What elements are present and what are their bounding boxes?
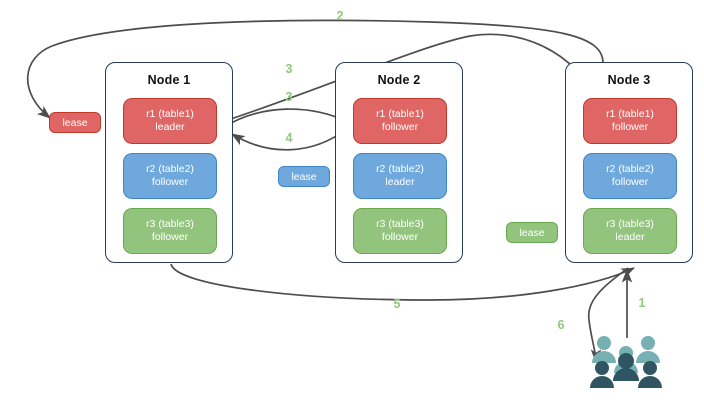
node-1-title: Node 1	[147, 73, 191, 87]
node-3-title: Node 3	[607, 73, 651, 87]
node-1-replica-r3[interactable]: r3 (table3) follower	[123, 208, 217, 254]
replica-line2: follower	[151, 231, 189, 243]
replica-line2: leader	[615, 231, 645, 243]
step-label-2: 2	[336, 9, 344, 23]
replica-line2: follower	[381, 121, 419, 133]
replica-line2: follower	[611, 176, 649, 188]
replica-line2: follower	[151, 176, 189, 188]
arrow-step-3-to-node2	[223, 108, 349, 128]
replica-line1: r1 (table1)	[376, 108, 424, 120]
lease-chip-table3[interactable]: lease	[506, 222, 558, 243]
arrow-step-5	[170, 263, 635, 301]
step-label-3a: 3	[285, 62, 293, 76]
replica-line1: r2 (table2)	[606, 163, 654, 175]
replica-line1: r2 (table2)	[146, 163, 194, 175]
replica-line2: follower	[611, 121, 649, 133]
replica-line1: r3 (table3)	[606, 218, 654, 230]
replica-line1: r1 (table1)	[146, 108, 194, 120]
step-label-1: 1	[638, 296, 646, 310]
node-2-box[interactable]: Node 2 r1 (table1) follower r2 (table2) …	[335, 62, 463, 263]
step-label-3b: 3	[285, 90, 293, 104]
node-1-box[interactable]: Node 1 r1 (table1) leader r2 (table2) fo…	[105, 62, 233, 263]
users-icon	[590, 336, 662, 388]
replica-line1: r1 (table1)	[606, 108, 654, 120]
node-1-replica-r2[interactable]: r2 (table2) follower	[123, 153, 217, 199]
replica-line1: r3 (table3)	[376, 218, 424, 230]
step-label-5: 5	[393, 297, 401, 311]
node-2-replica-r1[interactable]: r1 (table1) follower	[353, 98, 447, 144]
replica-line1: r2 (table2)	[376, 163, 424, 175]
lease-chip-table1[interactable]: lease	[49, 112, 101, 133]
node-3-replica-r3[interactable]: r3 (table3) leader	[583, 208, 677, 254]
step-label-4: 4	[285, 131, 293, 145]
lease-chip-table2[interactable]: lease	[278, 166, 330, 187]
replica-line1: r3 (table3)	[146, 218, 194, 230]
node-3-replica-r2[interactable]: r2 (table2) follower	[583, 153, 677, 199]
node-3-replica-r1[interactable]: r1 (table1) follower	[583, 98, 677, 144]
replica-line2: follower	[381, 231, 419, 243]
node-2-replica-r3[interactable]: r3 (table3) follower	[353, 208, 447, 254]
replica-line2: leader	[385, 176, 415, 188]
node-2-title: Node 2	[377, 73, 421, 87]
step-label-6: 6	[557, 318, 565, 332]
replica-line2: leader	[155, 121, 185, 133]
node-2-replica-r2[interactable]: r2 (table2) leader	[353, 153, 447, 199]
node-1-replica-r1[interactable]: r1 (table1) leader	[123, 98, 217, 144]
node-3-box[interactable]: Node 3 r1 (table1) follower r2 (table2) …	[565, 62, 693, 263]
